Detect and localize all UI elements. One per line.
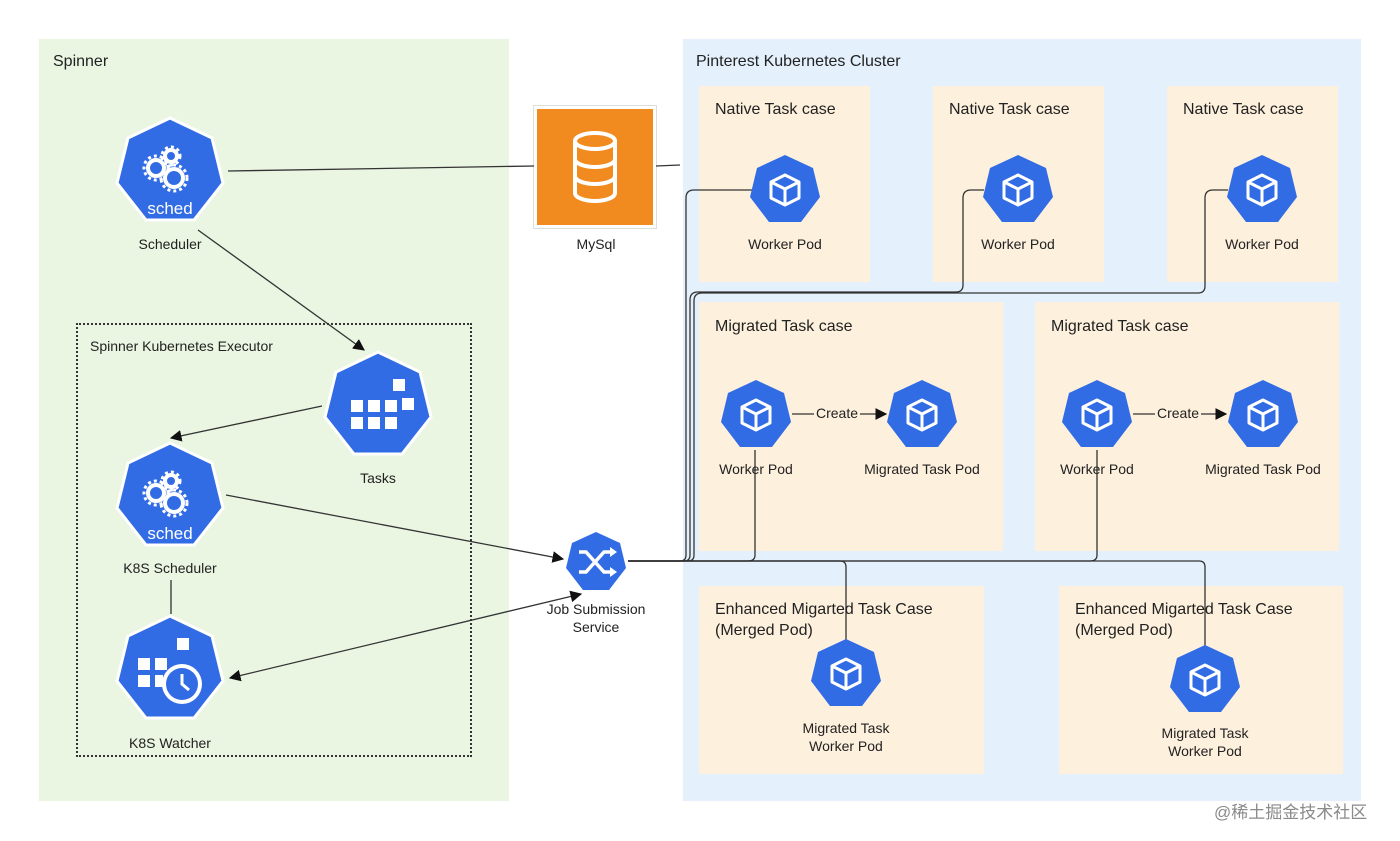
enhanced-pod-1-label-line2: Worker Pod xyxy=(809,738,883,754)
migrated-task-pod-2-icon xyxy=(1228,380,1298,447)
create-edge-label-1: Create xyxy=(814,405,861,421)
scheduler-sched-icon: sched xyxy=(115,116,225,222)
database-icon xyxy=(573,131,617,203)
enhanced-case-1-title-line1: Enhanced Migarted Task Case xyxy=(715,601,933,618)
migrated-worker-2-label: Worker Pod xyxy=(1060,461,1134,477)
scheduler-label: Scheduler xyxy=(138,236,202,252)
spinner-panel-title: Spinner xyxy=(53,53,109,70)
migrated-task-pod-1-icon xyxy=(887,380,957,447)
enhanced-pod-2-label-line1: Migrated Task xyxy=(1161,725,1249,741)
cluster-panel-title: Pinterest Kubernetes Cluster xyxy=(696,53,901,70)
enhanced-case-2-title-line2: (Merged Pod) xyxy=(1075,622,1173,639)
tasks-label: Tasks xyxy=(360,470,396,486)
migrated-worker-pod-2-icon xyxy=(1062,380,1132,447)
job-to-migrated-worker-2-line xyxy=(628,450,1098,562)
native-worker-pod-2-icon xyxy=(983,155,1053,222)
enhanced-merged-pod-2-icon xyxy=(1170,645,1240,712)
executor-boundary xyxy=(76,323,472,757)
k8s-watcher-clock-icon xyxy=(115,614,225,720)
k8s-scheduler-to-job-submission-arrow xyxy=(225,494,565,563)
mysql-node xyxy=(534,106,656,228)
migrated-worker-pod-1-icon xyxy=(721,380,791,447)
mysql-label: MySql xyxy=(576,236,616,252)
migrated-task-pod-1-label: Migrated Task Pod xyxy=(864,461,980,477)
native-worker-pod-1-icon xyxy=(750,155,820,222)
executor-title: Spinner Kubernetes Executor xyxy=(90,338,273,354)
k8s-watcher-label: K8S Watcher xyxy=(129,735,211,751)
migrated-case-2-title: Migrated Task case xyxy=(1051,318,1189,335)
native-worker-pod-3-icon xyxy=(1227,155,1297,222)
native-pod-1-label: Worker Pod xyxy=(748,236,822,252)
enhanced-merged-pod-1-icon xyxy=(811,639,881,706)
native-case-2-title: Native Task case xyxy=(949,101,1070,118)
job-to-enhanced-pod-2-line xyxy=(628,560,1206,646)
native-pod-2-label: Worker Pod xyxy=(981,236,1055,252)
enhanced-pod-1-label-line1: Migrated Task xyxy=(802,720,890,736)
tasks-to-k8s-scheduler-arrow xyxy=(169,405,323,442)
native-pod-3-label: Worker Pod xyxy=(1225,236,1299,252)
job-submission-label-line1: Job Submission xyxy=(546,601,646,617)
k8s-scheduler-sched-icon: sched xyxy=(115,441,225,547)
migrated-task-pod-2-label: Migrated Task Pod xyxy=(1205,461,1321,477)
enhanced-case-2-title-line1: Enhanced Migarted Task Case xyxy=(1075,601,1293,618)
job-to-native-pod-2-line xyxy=(628,189,984,562)
job-submission-label-line2: Service xyxy=(572,619,620,635)
mysql-to-cluster-line xyxy=(655,164,681,167)
svg-text:sched: sched xyxy=(147,524,192,543)
scheduler-to-mysql-line xyxy=(227,165,535,172)
native-case-1-title: Native Task case xyxy=(715,101,836,118)
native-case-3-title: Native Task case xyxy=(1183,101,1304,118)
enhanced-pod-2-label-line2: Worker Pod xyxy=(1168,743,1242,759)
create-edge-label-2: Create xyxy=(1155,405,1202,421)
svg-text:sched: sched xyxy=(147,199,192,218)
watermark: @稀土掘金技术社区 xyxy=(1214,803,1368,822)
job-submission-shuffle-icon xyxy=(566,532,626,590)
job-submission-watcher-arrow xyxy=(228,590,583,682)
k8s-scheduler-label: K8S Scheduler xyxy=(123,560,217,576)
job-to-native-pod-3-line xyxy=(628,189,1228,562)
scheduler-to-tasks-arrow xyxy=(197,229,365,351)
migrated-worker-1-label: Worker Pod xyxy=(719,461,793,477)
tasks-grid-icon xyxy=(323,350,433,456)
enhanced-case-1-title-line2: (Merged Pod) xyxy=(715,622,813,639)
migrated-case-1-title: Migrated Task case xyxy=(715,318,853,335)
